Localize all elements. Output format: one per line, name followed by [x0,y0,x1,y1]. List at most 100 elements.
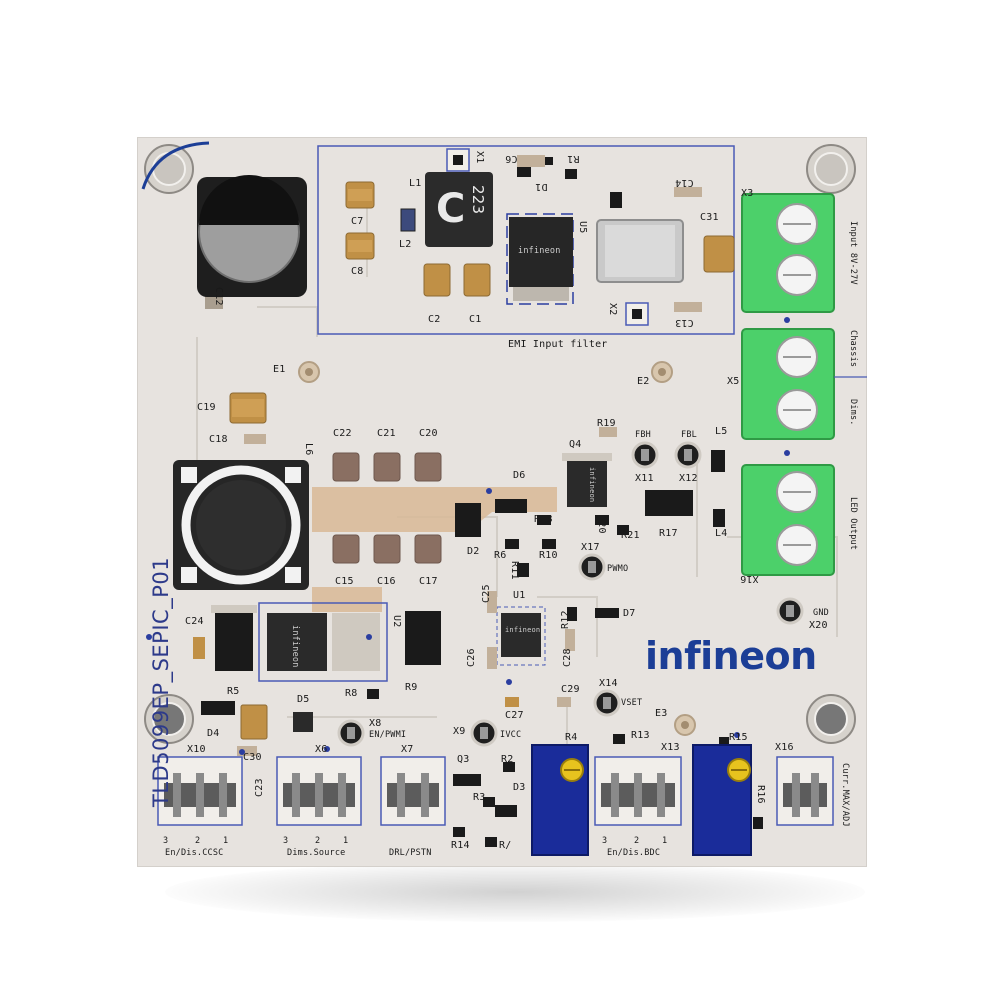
label-l1: L1 [409,178,422,189]
label-x3: X3 [741,188,754,199]
label-c8: C8 [351,266,364,277]
x13-pin2: 2 [634,836,640,846]
label-x20: X20 [809,620,828,631]
u5-brand: infineon [518,246,561,256]
label-x11: X11 [635,473,654,484]
label-x2: X2 [607,303,618,316]
label-chassis: Chassis [848,330,858,368]
x6-pin1: 1 [343,836,349,846]
label-c22: C22 [333,428,352,439]
copper-pour [312,487,557,612]
label-e3: E3 [655,708,668,719]
label-x6: X6 [315,744,328,755]
label-d4: D4 [207,728,220,739]
x10-pin1: 1 [223,836,229,846]
x10-pin3: 3 [163,836,169,846]
label-u2: U2 [391,615,402,628]
label-x17: X17 [581,542,600,553]
label-r21: R21 [621,530,640,541]
emi-filter-label: EMI Input filter [508,339,608,350]
label-r10: R10 [539,550,558,561]
label-r19: R19 [597,418,616,429]
u1-brand: infineon [505,626,541,634]
label-r11: R11 [509,561,520,580]
label-c26: C26 [466,648,477,667]
label-c24: C24 [185,616,204,627]
label-c16: C16 [377,576,396,587]
label-x16-right: X16 [740,573,759,584]
label-x16: X16 [775,742,794,753]
label-fbh: FBH [635,430,651,440]
label-c17: C17 [419,576,438,587]
label-input: Input 8V-27V [848,221,858,285]
label-q3: Q3 [457,754,470,765]
x13-pin1: 1 [662,836,668,846]
label-c7: C7 [351,216,364,227]
label-l4: L4 [715,528,728,539]
label-c18: C18 [209,434,228,445]
label-r5: R5 [227,686,240,697]
label-c23: C23 [254,778,265,797]
label-r3: R3 [473,792,486,803]
label-en-dis-ccsc: En/Dis.CCSC [165,848,224,858]
label-d3: D3 [513,782,526,793]
label-c21: C21 [377,428,396,439]
label-c12: C12 [213,287,224,306]
label-c20: C20 [419,428,438,439]
label-x5: X5 [727,376,740,387]
pin-headers [157,756,834,826]
label-fbl: FBL [681,430,697,440]
x6-pin2: 2 [315,836,321,846]
label-r14: R14 [451,840,470,851]
x13-pin3: 3 [602,836,608,846]
x6-pin3: 3 [283,836,289,846]
label-c31: C31 [700,212,719,223]
potentiometers [531,744,752,856]
q4-brand: infineon [588,467,596,503]
label-dims: Dims. [848,399,858,426]
label-x1: X1 [474,151,485,164]
label-vset: VSET [621,698,643,708]
label-d5: D5 [297,694,310,705]
x10-pin2: 2 [195,836,201,846]
label-r17: R17 [659,528,678,539]
u2-brand: infineon [290,625,300,668]
label-led-output: LED Output [848,497,858,551]
board-shadow [165,862,865,922]
label-r2: R2 [501,754,514,765]
label-x8: X8 [369,718,382,729]
label-c2: C2 [428,314,441,325]
label-c13: C13 [675,317,694,328]
label-u5: U5 [577,221,588,234]
label-l2: L2 [399,239,412,250]
label-r20: R20 [596,515,607,534]
label-r6: R6 [494,550,507,561]
label-c14: C14 [675,177,694,188]
label-pwmo: PWMO [607,564,629,574]
label-ivcc: IVCC [500,730,522,740]
label-e1: E1 [273,364,286,375]
infineon-logo: infineon [645,634,817,678]
label-curr: Curr.MAX/ADJ [840,763,850,827]
label-c25: C25 [481,584,492,603]
label-c27: C27 [505,710,524,721]
label-d6: D6 [513,470,526,481]
label-r16: R16 [755,785,766,804]
label-d1: D1 [535,181,548,192]
label-x13: X13 [661,742,680,753]
label-c28: C28 [562,648,573,667]
label-en-dis-bdc: En/Dis.BDC [607,848,661,858]
label-d2: D2 [467,546,480,557]
label-r15: R15 [729,732,748,743]
label-c15: C15 [335,576,354,587]
label-l6: L6 [303,443,314,456]
label-x9: X9 [453,726,466,737]
label-c29: C29 [561,684,580,695]
label-dims-source: Dims.Source [287,848,346,858]
label-c1: C1 [469,314,482,325]
label-c6: C6 [505,153,518,164]
label-r1: R1 [567,153,580,164]
label-e2: E2 [637,376,650,387]
l1-logo: C [436,186,466,232]
label-l5: L5 [715,426,728,437]
